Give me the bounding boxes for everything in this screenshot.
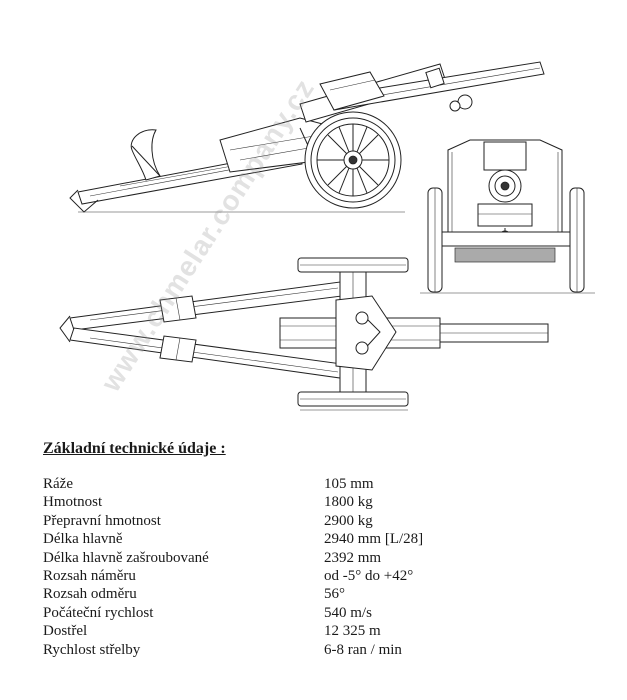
spec-label: Rozsah odměru <box>43 586 137 603</box>
spec-value: 2900 kg <box>324 512 373 529</box>
spec-row-rate-of-fire: Rychlost střelby 6-8 ran / min <box>43 641 423 659</box>
spec-label: Počáteční rychlost <box>43 604 154 621</box>
spec-label: Rozsah náměru <box>43 567 136 584</box>
spec-row-range: Dostřel 12 325 m <box>43 622 423 640</box>
spec-label: Délka hlavně <box>43 531 123 548</box>
spec-label: Přepravní hmotnost <box>43 512 161 529</box>
spec-value: 56° <box>324 586 345 603</box>
spec-label: Ráže <box>43 476 73 492</box>
spec-row-transport-weight: Přepravní hmotnost 2900 kg <box>43 512 423 530</box>
specs-table: Ráže 105 mm Hmotnost 1800 kg Přepravní h… <box>43 475 423 659</box>
spec-label: Hmotnost <box>43 494 103 511</box>
spec-value: 1800 kg <box>324 494 373 511</box>
spec-row-muzzle-velocity: Počáteční rychlost 540 m/s <box>43 604 423 622</box>
spec-value: 12 325 m <box>324 623 381 640</box>
spec-value: 6-8 ran / min <box>324 641 402 658</box>
howitzer-front-view <box>420 139 595 294</box>
spec-row-weight: Hmotnost 1800 kg <box>43 493 423 511</box>
spec-value: 540 m/s <box>324 604 372 621</box>
spec-row-caliber: Ráže 105 mm <box>43 475 423 493</box>
spec-value: 2940 mm [L/28] <box>324 531 424 548</box>
spec-value: od -5° do +42° <box>324 567 414 584</box>
specs-heading: Základní technické údaje : <box>43 440 226 457</box>
spec-label: Rychlost střelby <box>43 641 141 658</box>
spec-label: Délka hlavně zašroubované <box>43 549 209 566</box>
spec-row-barrel-length-screwed: Délka hlavně zašroubované 2392 mm <box>43 549 423 567</box>
howitzer-top-view <box>59 257 549 411</box>
spec-row-barrel-length: Délka hlavně 2940 mm [L/28] <box>43 530 423 548</box>
spec-value: 105 mm <box>324 476 374 492</box>
spec-label: Dostřel <box>43 623 88 640</box>
spec-value: 2392 mm <box>324 549 382 566</box>
howitzer-side-view <box>69 61 545 213</box>
howitzer-drawings <box>59 61 595 411</box>
spec-row-elevation: Rozsah náměru od -5° do +42° <box>43 567 423 585</box>
spec-row-traverse: Rozsah odměru 56° <box>43 585 423 603</box>
